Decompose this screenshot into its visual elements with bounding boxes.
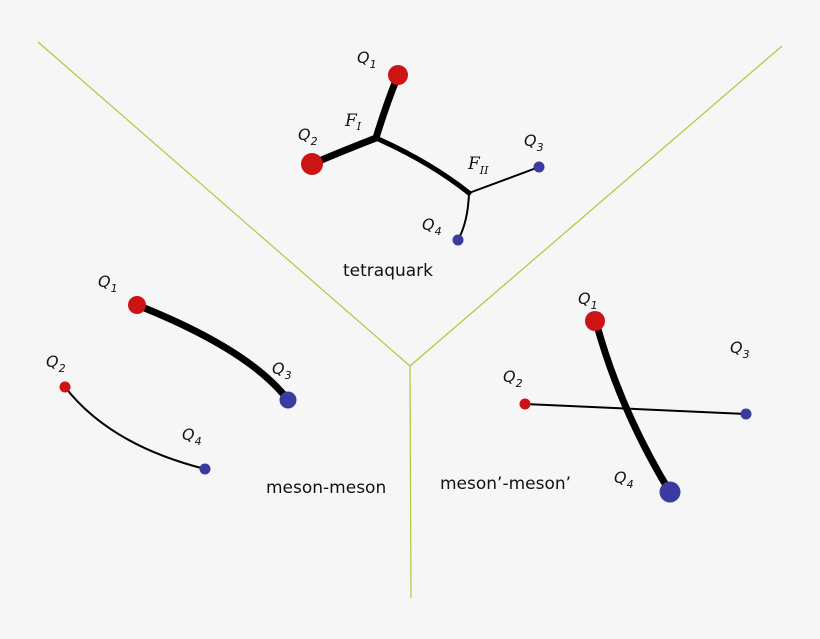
string-fII-q4	[457, 192, 470, 241]
quark-q3	[279, 391, 297, 409]
label-meson-prime-meson-prime: meson’-meson’	[440, 474, 571, 494]
quark-q1	[128, 296, 146, 314]
label-f-i: FI	[344, 111, 362, 133]
divider-left	[37, 41, 411, 367]
tetraquark-config: Q1 Q2 Q3 Q4 FI FII tetraquark	[298, 48, 545, 281]
label-q4: Q4	[182, 425, 202, 448]
quark-q4	[659, 481, 681, 503]
label-q2: Q2	[503, 367, 523, 390]
label-q2: Q2	[46, 352, 66, 375]
string-q2-q4	[64, 386, 206, 470]
meson-meson-config: Q1 Q2 Q3 Q4 meson-meson	[46, 272, 386, 498]
label-meson-meson: meson-meson	[266, 478, 386, 498]
label-q3: Q3	[272, 359, 292, 382]
quark-q3	[533, 161, 545, 173]
label-f-ii: FII	[467, 154, 489, 177]
meson-prime-config: Q1 Q2 Q3 Q4 meson’-meson’	[440, 289, 752, 503]
quark-q2	[519, 398, 531, 410]
label-q3: Q3	[524, 131, 544, 154]
quark-q1	[388, 65, 408, 85]
quark-q4	[452, 234, 464, 246]
quark-q4	[199, 463, 211, 475]
string-fII-q3	[468, 166, 540, 194]
quark-q2	[301, 153, 323, 175]
label-q3: Q3	[730, 338, 750, 361]
label-q4: Q4	[422, 215, 442, 238]
quark-q2	[59, 381, 71, 393]
divider-bottom	[409, 365, 412, 599]
label-q1: Q1	[98, 272, 118, 295]
string-q1-fI	[372, 74, 401, 142]
quark-q1	[585, 311, 605, 331]
quark-q3	[740, 408, 752, 420]
label-q2: Q2	[298, 125, 318, 148]
label-q1: Q1	[578, 289, 598, 312]
label-tetraquark: tetraquark	[343, 261, 433, 281]
string-fI-fII	[373, 135, 472, 196]
label-q4: Q4	[614, 468, 634, 491]
label-q1: Q1	[357, 48, 377, 71]
divider-right	[409, 45, 783, 367]
region-dividers	[37, 41, 783, 599]
string-q2-q3	[524, 403, 747, 415]
string-q1-q3	[133, 301, 292, 404]
